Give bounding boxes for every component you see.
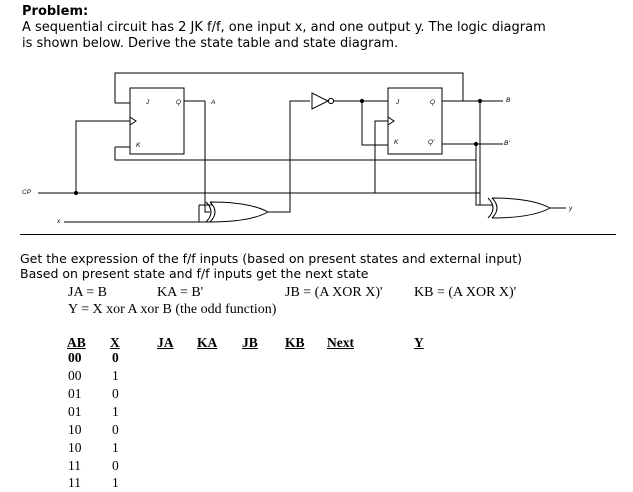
equation-kb: KB = (A XOR X)': [414, 285, 517, 300]
feedback-b-to-ja: [114, 72, 464, 104]
ff-a-k-label: K: [136, 142, 141, 149]
row-1-ab: 00: [68, 350, 82, 365]
inverter-bubble: [327, 97, 335, 105]
header-next: Next: [327, 335, 354, 350]
ff-b-output-bprime-label: B': [504, 140, 510, 147]
equation-jb: JB = (A XOR X)': [285, 285, 383, 300]
ff-b-output-b-label: B: [506, 97, 511, 104]
header-ab: AB: [67, 335, 86, 350]
ff-a-q-label: Q: [176, 99, 182, 106]
equation-ka: KA = B': [157, 285, 204, 300]
feedback-bprime-to-ka: [114, 144, 477, 161]
row-6-x: 1: [112, 440, 119, 455]
ff-b-qbar-label: Q': [428, 139, 435, 146]
header-kb: KB: [285, 335, 305, 350]
problem-line-2: is shown below. Derive the state table a…: [22, 36, 399, 51]
row-8-ab: 11: [68, 475, 81, 490]
header-y: Y: [414, 335, 424, 350]
row-1-x: 0: [112, 350, 119, 365]
x-input-label: x: [57, 218, 61, 225]
row-4-x: 1: [112, 404, 119, 419]
xor-to-inverter: [268, 100, 310, 213]
row-2-ab: 00: [68, 368, 82, 383]
ff-b-q-label: Q: [430, 99, 436, 106]
problem-line-1: A sequential circuit has 2 JK f/f, one i…: [22, 20, 546, 35]
problem-heading: Problem:: [22, 4, 89, 19]
ff-b-clock-triangle: [387, 116, 395, 126]
inverter: [311, 92, 330, 110]
section-divider: [20, 234, 616, 235]
row-2-x: 1: [112, 368, 119, 383]
equation-ja: JA = B: [68, 285, 108, 300]
problem-statement: Problem: A sequential circuit has 2 JK f…: [22, 4, 622, 52]
ff-a-clock-triangle: [129, 116, 137, 126]
header-jb: JB: [242, 335, 258, 350]
row-7-x: 0: [112, 458, 119, 473]
row-5-ab: 10: [68, 422, 82, 437]
row-5-x: 0: [112, 422, 119, 437]
y-output-label: y: [569, 205, 573, 212]
ff-b-j-label: J: [396, 99, 400, 106]
clock-line: [38, 120, 480, 194]
row-3-x: 0: [112, 386, 119, 401]
ff-a-q-output: [184, 100, 210, 213]
note-line-2: Based on present state and f/f inputs ge…: [20, 266, 369, 281]
ff-b-qbar-to-or: [475, 160, 492, 206]
row-8-x: 1: [112, 475, 119, 490]
logic-diagram: [38, 72, 566, 223]
row-4-ab: 01: [68, 404, 82, 419]
ff-a-j-label: J: [146, 99, 150, 106]
inverter-to-kb: [361, 101, 388, 146]
row-7-ab: 11: [68, 458, 81, 473]
equation-y: Y = X xor A xor B (the odd function): [68, 302, 277, 317]
header-ka: KA: [197, 335, 218, 350]
ff-b-k-label: K: [394, 139, 399, 146]
clock-input-label: CP: [22, 189, 32, 196]
note-line-1: Get the expression of the f/f inputs (ba…: [20, 251, 522, 266]
xor-gate-1: [205, 201, 270, 223]
ff-a-output-label: A: [211, 99, 216, 106]
row-6-ab: 10: [68, 440, 82, 455]
input-x-line: [64, 204, 212, 223]
row-3-ab: 01: [68, 386, 82, 401]
header-x: X: [110, 335, 120, 350]
xor-gate-2: [487, 197, 552, 219]
header-ja: JA: [157, 335, 174, 350]
